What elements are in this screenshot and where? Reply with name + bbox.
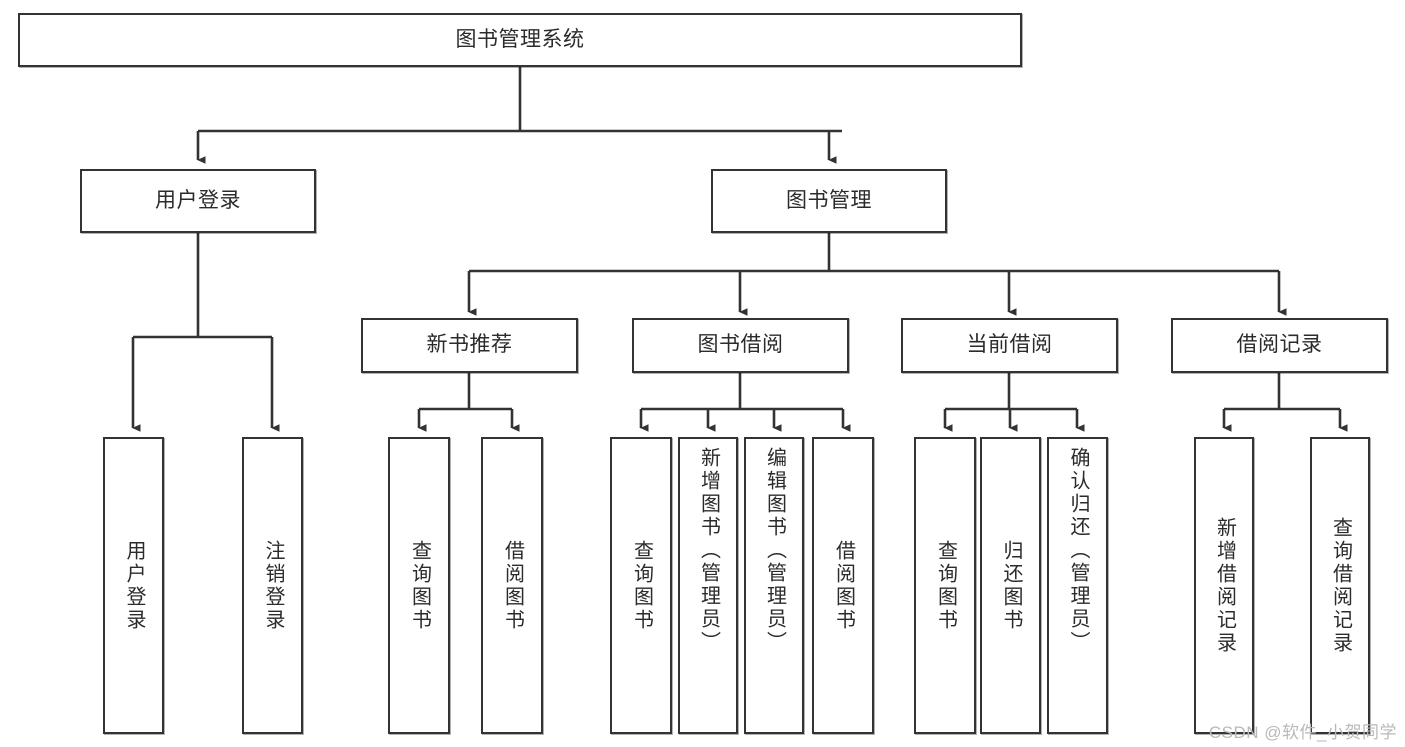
node-root-label: 图书管理系统 <box>455 27 585 51</box>
node-leaf-borrow-book-1[interactable]: 借阅图书 <box>481 437 543 734</box>
node-leaf-edit-book[interactable]: 编辑图书（管理员） <box>744 437 804 734</box>
node-leaf-user-logout-label: 注销登录 <box>262 539 284 632</box>
node-current-borrow-label: 当前借阅 <box>966 333 1053 357</box>
node-leaf-query-book-1[interactable]: 查询图书 <box>388 437 450 734</box>
node-leaf-query-book-3-label: 查询图书 <box>934 539 957 632</box>
node-borrow-record[interactable]: 借阅记录 <box>1171 318 1388 373</box>
node-leaf-add-record-label: 新增借阅记录 <box>1213 516 1236 655</box>
node-leaf-borrow-book-1-label: 借阅图书 <box>501 539 524 632</box>
node-leaf-user-logout[interactable]: 注销登录 <box>242 437 303 734</box>
node-root[interactable]: 图书管理系统 <box>18 13 1022 67</box>
node-leaf-query-book-3[interactable]: 查询图书 <box>914 437 976 734</box>
csdn-watermark: CSDN @软件_小贺同学 <box>1208 723 1397 742</box>
node-leaf-borrow-book-2-label: 借阅图书 <box>832 539 855 632</box>
node-leaf-query-record[interactable]: 查询借阅记录 <box>1310 437 1370 734</box>
node-leaf-confirm-return-label: 确认归还（管理员） <box>1067 447 1089 654</box>
node-leaf-add-book[interactable]: 新增图书（管理员） <box>678 437 738 734</box>
node-leaf-query-record-label: 查询借阅记录 <box>1329 516 1352 655</box>
node-new-book-recommend[interactable]: 新书推荐 <box>361 318 578 373</box>
node-book-borrow-label: 图书借阅 <box>697 333 784 357</box>
node-borrow-record-label: 借阅记录 <box>1236 333 1323 357</box>
node-leaf-user-login[interactable]: 用户登录 <box>103 437 164 734</box>
node-leaf-return-book[interactable]: 归还图书 <box>980 437 1041 734</box>
node-leaf-add-book-label: 新增图书（管理员） <box>697 447 720 654</box>
node-current-borrow[interactable]: 当前借阅 <box>901 318 1118 373</box>
node-leaf-query-book-2[interactable]: 查询图书 <box>610 437 672 734</box>
node-user-login[interactable]: 用户登录 <box>80 169 316 233</box>
node-leaf-user-login-label: 用户登录 <box>123 539 145 632</box>
node-leaf-query-book-1-label: 查询图书 <box>408 539 431 632</box>
node-book-manage[interactable]: 图书管理 <box>711 169 947 233</box>
node-new-book-recommend-label: 新书推荐 <box>426 333 513 357</box>
node-leaf-edit-book-label: 编辑图书（管理员） <box>763 447 786 654</box>
node-book-manage-label: 图书管理 <box>786 188 872 212</box>
node-leaf-borrow-book-2[interactable]: 借阅图书 <box>812 437 874 734</box>
node-leaf-query-book-2-label: 查询图书 <box>630 539 653 632</box>
node-leaf-add-record[interactable]: 新增借阅记录 <box>1194 437 1254 734</box>
node-leaf-confirm-return[interactable]: 确认归还（管理员） <box>1047 437 1108 734</box>
node-book-borrow[interactable]: 图书借阅 <box>632 318 849 373</box>
node-user-login-label: 用户登录 <box>155 188 241 212</box>
node-leaf-return-book-label: 归还图书 <box>1000 539 1022 632</box>
